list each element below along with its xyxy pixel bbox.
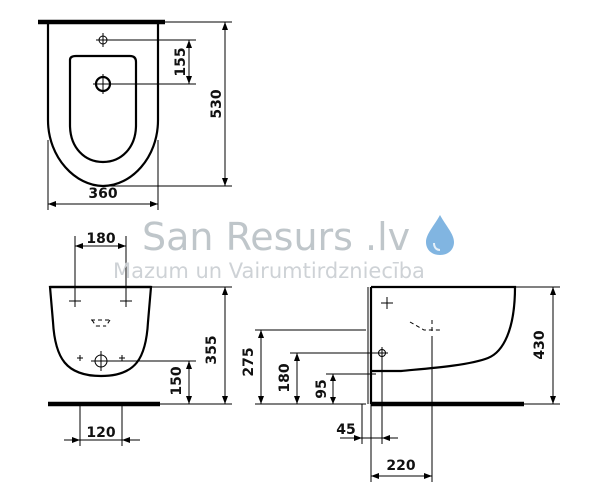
water-drop-icon [426,215,454,255]
dim-120: 120 [86,425,115,441]
watermark: San Resurs .lv Mazum un Vairumtirdzniecī… [113,215,454,283]
dim-355: 355 [204,335,220,364]
top-view: 155 530 360 [38,19,232,210]
watermark-brand: San Resurs .lv [142,215,410,259]
dim-95: 95 [314,379,330,398]
front-view-fixing-hole-left [69,295,81,307]
dim-155: 155 [173,47,189,76]
side-view: 430 275 180 95 45 220 [241,285,560,482]
dim-530: 530 [209,89,225,118]
front-view: 180 355 150 120 [48,231,232,446]
dim-180-side: 180 [277,363,293,392]
side-view-trap-hidden [409,320,441,334]
dim-150: 150 [169,366,185,395]
front-view-fixing-hole-right [120,295,132,307]
front-view-body-outline [48,285,153,378]
dim-275: 275 [241,347,257,376]
dim-220: 220 [386,458,415,474]
side-view-body-outline [371,285,517,373]
top-view-inner-basin [68,54,138,164]
dim-360: 360 [88,186,117,202]
dim-430: 430 [532,330,548,359]
top-view-bowl-outline [46,24,160,188]
watermark-tagline: Mazum un Vairumtirdzniecība [113,259,425,283]
dim-45: 45 [336,422,355,438]
front-view-trap-hidden [91,319,111,327]
dim-180-front: 180 [86,231,115,247]
